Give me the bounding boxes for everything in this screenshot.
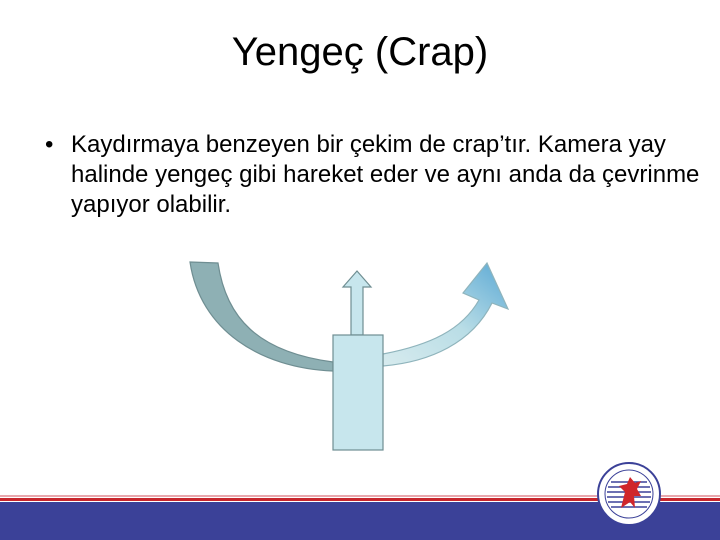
university-seal-logo (597, 462, 661, 526)
footer-band (0, 502, 720, 540)
center-up-arrow (341, 270, 373, 336)
bullet-item: • Kaydırmaya benzeyen bir çekim de crap’… (45, 130, 705, 220)
slide-body: • Kaydırmaya benzeyen bir çekim de crap’… (45, 130, 705, 220)
footer-pink-line (0, 495, 720, 497)
slide-title: Yengeç (Crap) (231, 30, 489, 74)
right-arc-arrow (382, 261, 510, 367)
camera-block (332, 334, 384, 451)
left-arc-band (189, 261, 334, 372)
bullet-text: Kaydırmaya benzeyen bir çekim de crap’tı… (71, 131, 700, 218)
footer-red-line (0, 498, 720, 501)
bullet-marker: • (45, 131, 54, 158)
